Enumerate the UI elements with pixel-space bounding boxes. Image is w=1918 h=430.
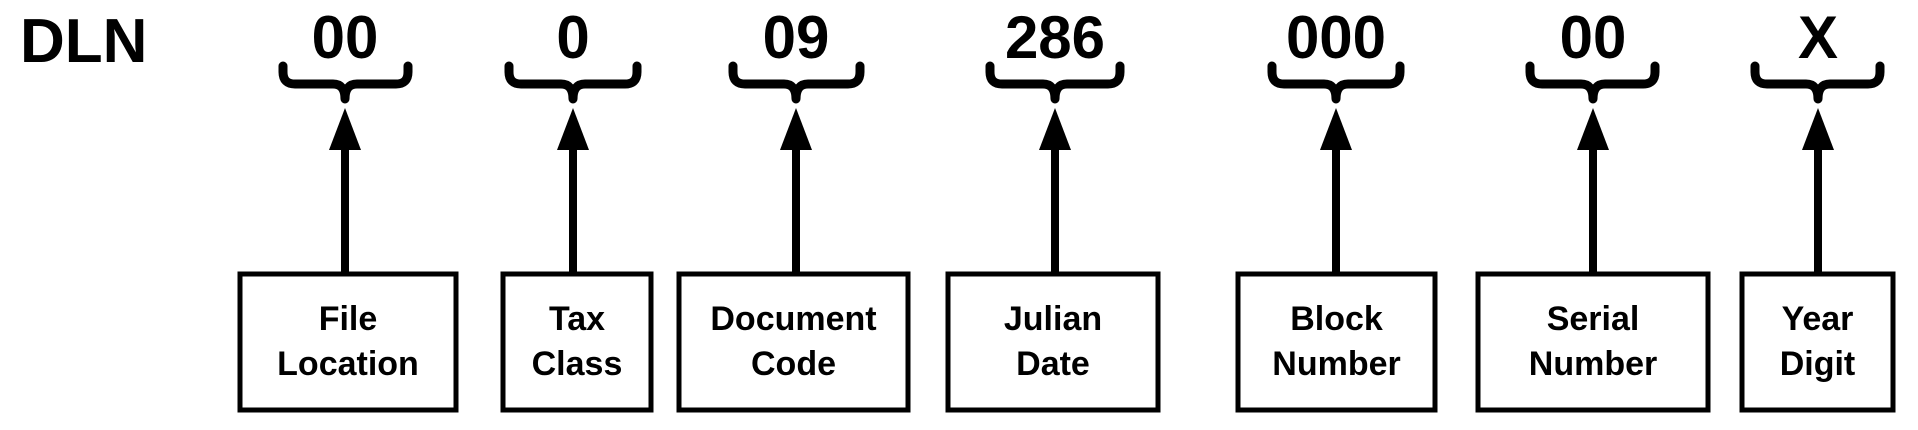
segment-box-label-line2: Date: [1016, 345, 1090, 383]
segment-box-label-line2: Location: [277, 345, 419, 383]
segment-brace: [985, 61, 1125, 104]
segment-box[interactable]: [1475, 271, 1711, 413]
segment-arrow-head: [557, 108, 589, 150]
dln-segments-group: 00FileLocation0TaxClass09DocumentCode286…: [237, 4, 1896, 413]
segment-box[interactable]: [676, 271, 911, 413]
segment-brace: [1750, 61, 1885, 104]
segment-brace: [278, 61, 413, 104]
segment-box[interactable]: [500, 271, 654, 413]
segment-box[interactable]: [945, 271, 1161, 413]
segment-box-label-line1: Year: [1782, 300, 1854, 338]
segment-digits: X: [1798, 4, 1838, 71]
segment-digits: 0: [556, 4, 589, 71]
segment-digits: 00: [312, 4, 379, 71]
segment-box-label-line2: Class: [532, 345, 623, 383]
diagram-title: DLN: [20, 7, 147, 76]
segment-digits: 09: [763, 4, 830, 71]
segment-box-label-line2: Digit: [1780, 345, 1856, 383]
segment-digits: 000: [1286, 4, 1386, 71]
segment-arrow-head: [780, 108, 812, 150]
segment-box[interactable]: [1739, 271, 1896, 413]
segment-brace: [504, 61, 642, 104]
segment-arrow-head: [1320, 108, 1352, 150]
segment-box-label-line1: File: [319, 300, 378, 338]
segment-digits: 00: [1560, 4, 1627, 71]
segment-box[interactable]: [237, 271, 459, 413]
segment-box-label-line2: Number: [1272, 345, 1400, 383]
segment-box-label-line1: Block: [1290, 300, 1383, 338]
segment-box-label-line1: Julian: [1004, 300, 1102, 338]
segment-digits: 286: [1005, 4, 1105, 71]
segment-box[interactable]: [1235, 271, 1438, 413]
segment-arrow-head: [1039, 108, 1071, 150]
segment-box-label-line2: Number: [1529, 345, 1657, 383]
segment-brace: [1267, 61, 1405, 104]
segment-arrow-head: [1802, 108, 1834, 150]
segment-box-label-line1: Tax: [549, 300, 605, 338]
segment-brace: [728, 61, 865, 104]
segment-brace: [1525, 61, 1660, 104]
segment-box-label-line1: Document: [710, 300, 876, 338]
segment-arrow-head: [329, 108, 361, 150]
segment-arrow-head: [1577, 108, 1609, 150]
segment-box-label-line1: Serial: [1547, 300, 1640, 338]
segment-box-label-line2: Code: [751, 345, 836, 383]
